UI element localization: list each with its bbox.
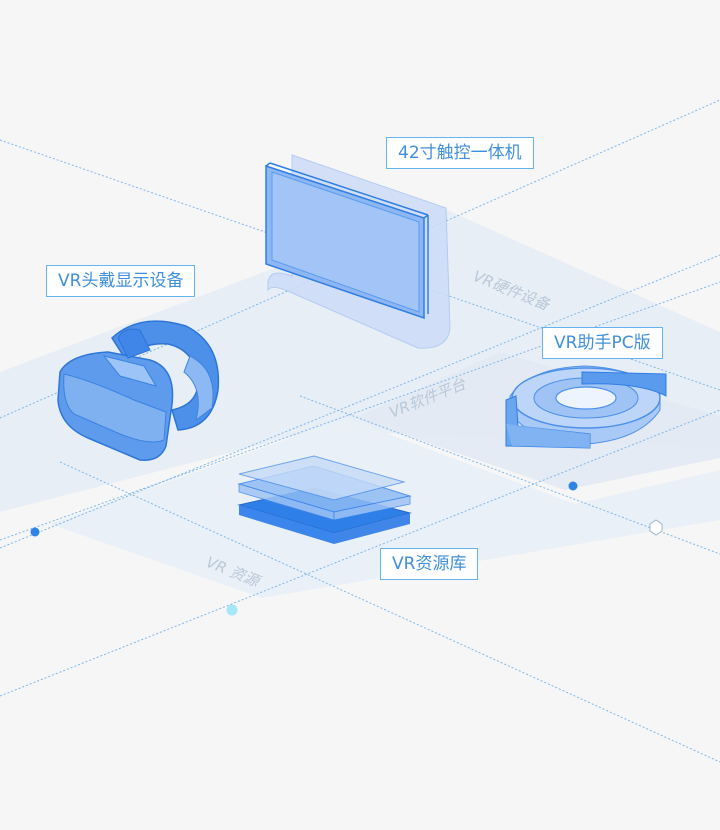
node-dot: [226, 604, 238, 616]
touch-screen-icon: [265, 154, 451, 349]
node-dot: [30, 527, 40, 537]
vr-headset-icon: [57, 320, 220, 461]
label-vr-assistant: VR助手PC版: [542, 327, 663, 359]
vr-resource-icon: [237, 455, 412, 544]
vr-assistant-icon: [505, 365, 667, 449]
node-dot: [568, 481, 578, 491]
node-hexagon: [649, 519, 663, 536]
label-touch-screen: 42寸触控一体机: [386, 137, 534, 169]
label-vr-headset: VR头戴显示设备: [46, 265, 196, 297]
label-vr-resource: VR资源库: [380, 548, 479, 580]
node-dots: [30, 481, 663, 616]
